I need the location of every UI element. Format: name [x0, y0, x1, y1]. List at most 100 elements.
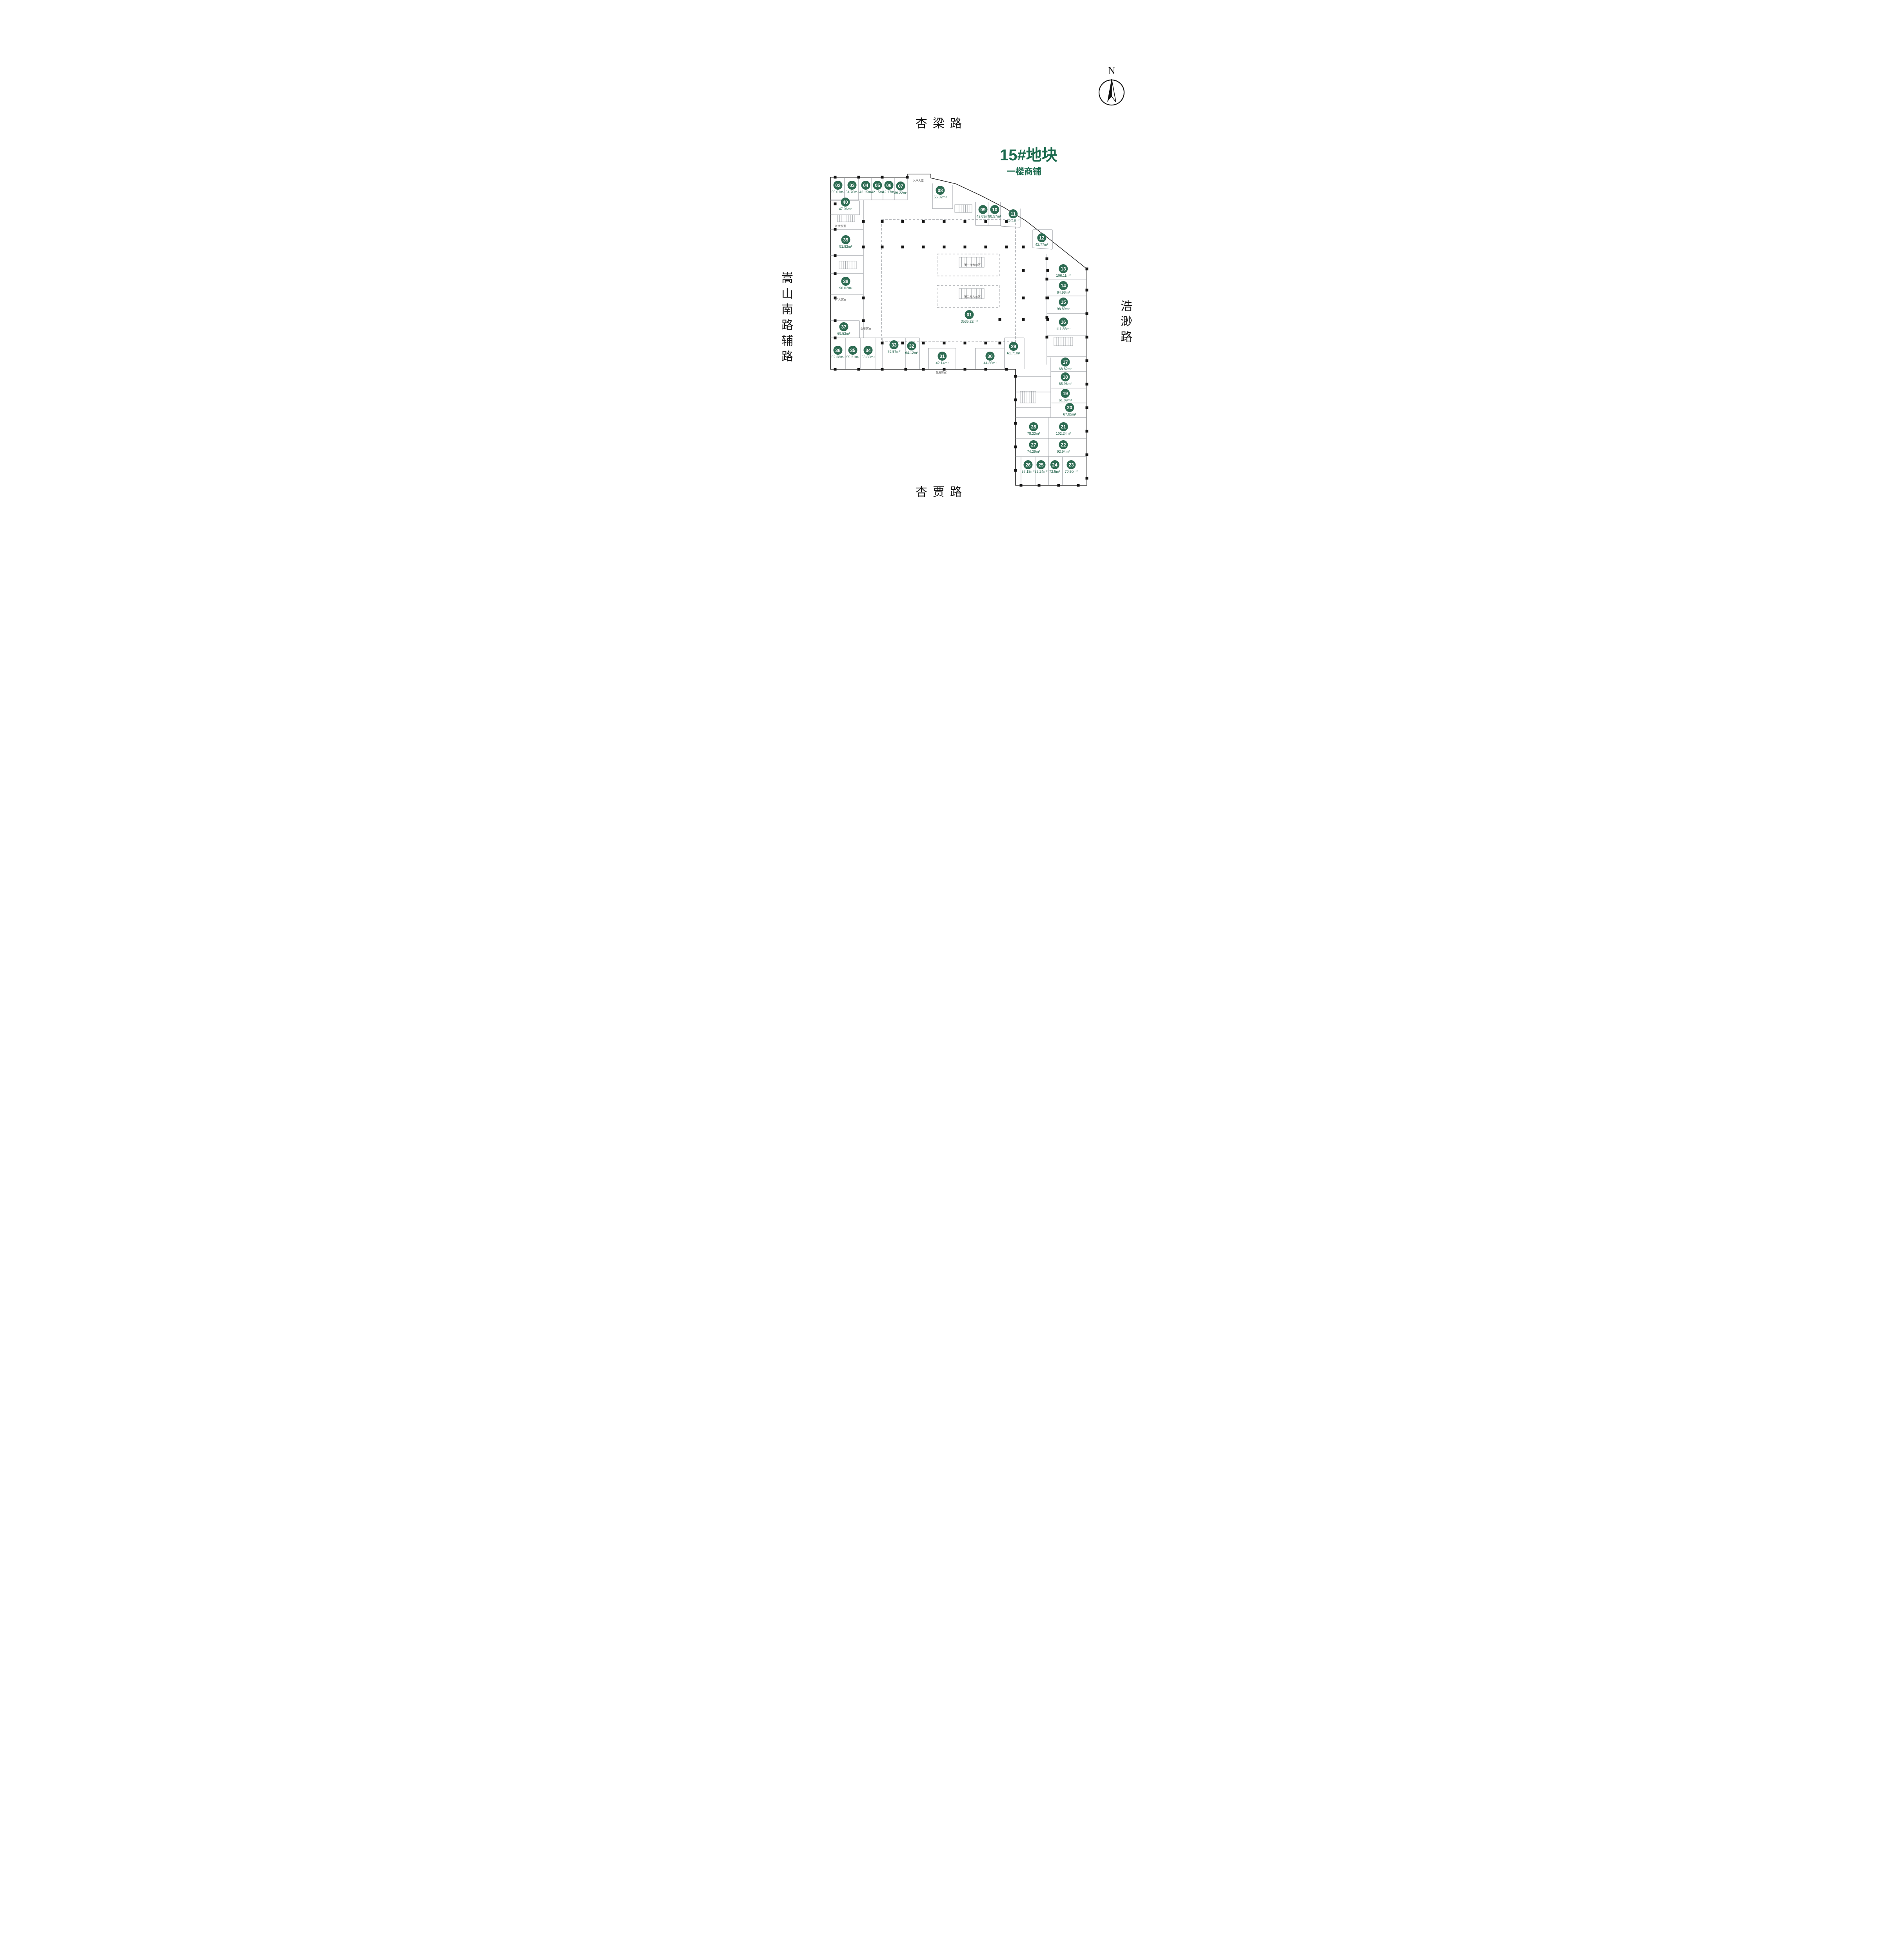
columns: [834, 176, 1088, 487]
stairs: [837, 204, 1073, 403]
unit-area: 42.77m²: [1035, 243, 1048, 247]
compass-icon: [1098, 78, 1125, 106]
unit-area: 55.01m²: [831, 190, 845, 194]
unit-number: 12: [1037, 233, 1046, 242]
floor-plan-drawing: [830, 174, 1088, 487]
unit-number: 08: [936, 186, 945, 195]
unit-number: 13: [1059, 264, 1068, 273]
unit-number: 18: [1061, 372, 1070, 381]
unit-area: 74.29m²: [1027, 450, 1040, 454]
unit-number: 28: [1029, 422, 1038, 431]
unit-number: 25: [1036, 460, 1046, 469]
unit-number: 09: [978, 205, 988, 214]
unit-area: 39.22m²: [894, 191, 907, 195]
unit-number: 02: [833, 181, 843, 190]
unit-area: 90.02m²: [839, 286, 852, 290]
unit-area: 56.32m²: [934, 195, 947, 199]
unit-number: 30: [985, 352, 995, 361]
unit-number: 35: [848, 346, 857, 355]
room-label: 入户大堂: [913, 180, 924, 182]
unit-number: 38: [841, 277, 850, 286]
room-label: 第二梯大公区: [964, 296, 981, 298]
unit-number: 39: [841, 235, 850, 244]
unit-area: 91.82m²: [839, 245, 852, 249]
unit-area: 55.21m²: [846, 355, 859, 359]
unit-number: 10: [990, 205, 999, 214]
unit-area: 98.89m²: [1057, 307, 1070, 311]
unit-number: 07: [896, 181, 905, 191]
unit-number: 03: [847, 181, 857, 190]
unit-number: 16: [1059, 318, 1068, 327]
room-label: 扩大前室: [835, 225, 846, 228]
plot-subtitle: 一楼商铺: [1007, 167, 1042, 176]
unit-number: 22: [1059, 440, 1068, 449]
unit-area: 92.94m²: [1057, 450, 1070, 454]
unit-area: 67.65m²: [1063, 412, 1076, 416]
unit-number: 40: [841, 198, 850, 207]
unit-area: 64.12m²: [905, 351, 918, 355]
unit-number: 20: [1065, 403, 1074, 412]
unit-area: 69.52m²: [837, 332, 850, 336]
room-label: 第一梯大公区: [964, 264, 981, 267]
unit-area: 68.82m²: [1059, 367, 1072, 371]
unit-area: 52.24m²: [1034, 470, 1048, 474]
plot-title: 15#地块: [1000, 147, 1057, 164]
road-label-top: 杏梁路: [916, 117, 967, 130]
unit-partitions: [830, 177, 1087, 485]
unit-number: 34: [863, 346, 873, 355]
unit-area: 42.83m²: [976, 214, 990, 218]
unit-number: 33: [889, 340, 899, 349]
unit-area: 70.50m²: [1065, 470, 1078, 474]
unit-area: 38.57m²: [988, 214, 1001, 218]
room-label: 合用前室: [860, 327, 871, 330]
unit-number: 23: [1066, 460, 1076, 469]
unit-area: 42.15m²: [871, 190, 884, 194]
unit-number: 37: [839, 322, 848, 331]
compass-north-label: N: [1108, 65, 1115, 76]
unit-area: 85.96m²: [1059, 382, 1072, 386]
plan-title-block: 15#地块 一楼商铺: [1000, 147, 1057, 177]
unit-area: 47.06m²: [839, 207, 852, 211]
unit-area: 106.11m²: [1056, 274, 1071, 278]
unit-area: 54.70m²: [845, 190, 859, 194]
unit-area: 111.85m²: [1056, 327, 1071, 331]
unit-number: 06: [884, 181, 894, 190]
unit-number: 01: [965, 310, 974, 319]
unit-area: 64.98m²: [1057, 290, 1070, 294]
unit-number: 36: [833, 346, 843, 355]
unit-area: 58.83m²: [861, 355, 875, 359]
unit-number: 26: [1023, 460, 1033, 469]
